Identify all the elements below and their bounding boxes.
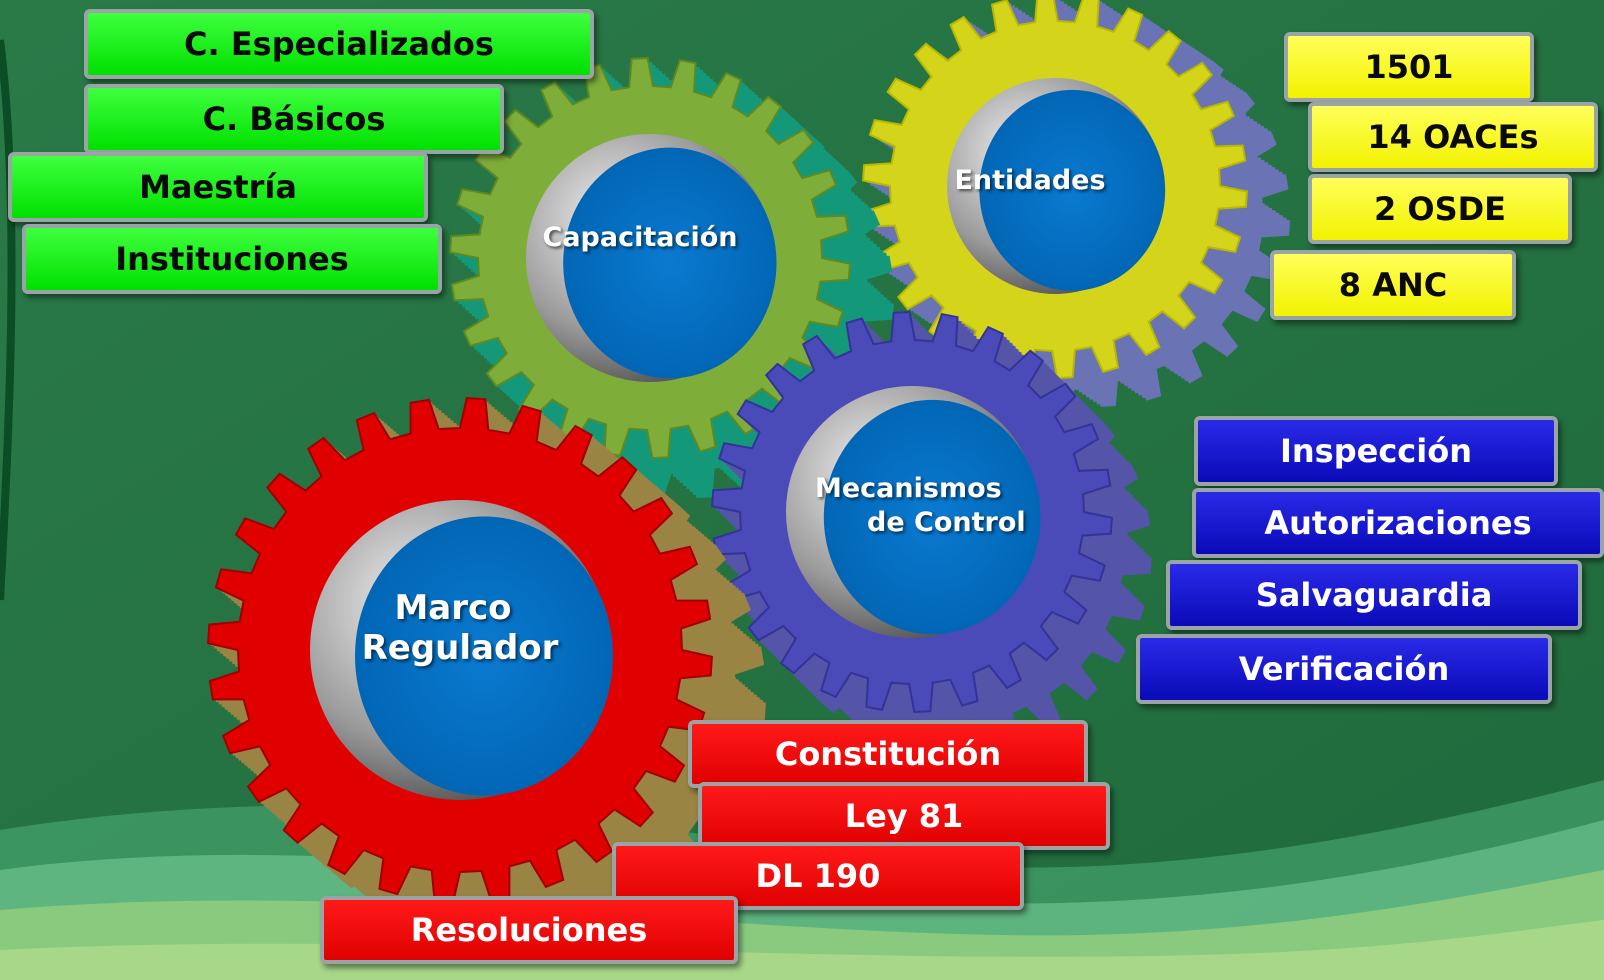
label-salvaguardia: Salvaguardia: [1166, 560, 1582, 630]
gear-label-mecanismos-line2: de Control: [867, 507, 1026, 538]
label-inspeccion: Inspección: [1194, 416, 1558, 486]
label-2-osde: 2 OSDE: [1308, 174, 1572, 244]
label-1501: 1501: [1284, 32, 1534, 102]
gear-label-mecanismos: Mecanismos de Control: [795, 472, 1045, 540]
gear-label-marco-line1: Marco: [394, 588, 512, 628]
gear-label-capacitacion: Capacitación: [542, 222, 738, 253]
gear-label-marco: Marco Regulador: [340, 588, 580, 668]
label-c-especializados: C. Especializados: [84, 9, 594, 79]
label-c-basicos: C. Básicos: [84, 84, 504, 154]
label-autorizaciones: Autorizaciones: [1192, 488, 1604, 558]
gear-marco: [207, 397, 766, 948]
label-ley-81: Ley 81: [698, 782, 1110, 850]
gear-label-marco-line2: Regulador: [361, 628, 559, 668]
label-14-oaces: 14 OACEs: [1308, 102, 1598, 172]
label-constitucion: Constitución: [688, 720, 1088, 788]
gear-entidades: [862, 0, 1291, 407]
gear-label-entidades: Entidades: [954, 165, 1106, 196]
label-verificacion: Verificación: [1136, 634, 1552, 704]
label-8-anc: 8 ANC: [1270, 250, 1516, 320]
gear-mecanismos: [711, 310, 1152, 752]
label-instituciones: Instituciones: [22, 224, 442, 294]
label-maestria: Maestría: [8, 152, 428, 222]
gear-label-mecanismos-line1: Mecanismos: [815, 473, 1002, 504]
label-resoluciones: Resoluciones: [320, 896, 738, 964]
